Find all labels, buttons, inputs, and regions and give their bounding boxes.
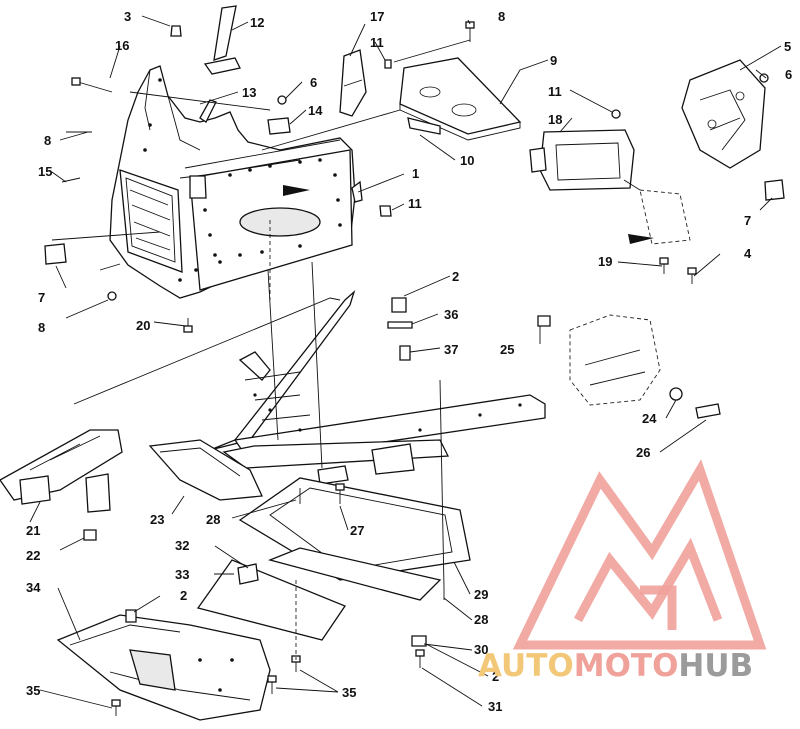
callout-2: 2 xyxy=(452,269,459,284)
callout-17: 17 xyxy=(370,9,384,24)
callout-24: 24 xyxy=(642,411,657,426)
callout-31: 31 xyxy=(488,699,502,714)
front-frame-bracket xyxy=(148,439,263,501)
callout-8-b: 8 xyxy=(44,133,51,148)
callout-36: 36 xyxy=(444,307,458,322)
front-mount-assembly xyxy=(0,429,123,513)
callout-20: 20 xyxy=(136,318,150,333)
callout-1: 1 xyxy=(412,166,419,181)
callout-9: 9 xyxy=(550,53,557,68)
callout-2-b: 2 xyxy=(180,588,187,603)
automotohub-watermark: AUTOMOTOHUB xyxy=(478,459,767,684)
fasteners xyxy=(61,21,769,716)
callout-23: 23 xyxy=(150,512,164,527)
access-panel xyxy=(196,559,346,641)
callout-28: 28 xyxy=(206,512,220,527)
watermark-text-moto: MOTO xyxy=(574,648,679,684)
callout-12: 12 xyxy=(250,15,264,30)
rubber-block xyxy=(44,179,785,265)
callout-29: 29 xyxy=(474,587,488,602)
callout-3: 3 xyxy=(124,9,131,24)
callout-35-b: 35 xyxy=(342,685,356,700)
watermark-text-auto: AUTO xyxy=(478,648,574,684)
callout-32: 32 xyxy=(175,538,189,553)
callout-18: 18 xyxy=(548,112,562,127)
watermark-logo-mark xyxy=(512,459,767,650)
pedal xyxy=(203,5,241,75)
callout-8: 8 xyxy=(498,9,505,24)
front-bulkhead-assembly xyxy=(109,65,363,299)
callout-10: 10 xyxy=(460,153,474,168)
callout-11: 11 xyxy=(370,35,384,50)
callout-30: 30 xyxy=(474,642,488,657)
rear-mount-bracket xyxy=(569,314,661,406)
callout-6: 6 xyxy=(785,67,792,82)
callout-7: 7 xyxy=(38,290,45,305)
callout-19: 19 xyxy=(598,254,612,269)
callout-35: 35 xyxy=(26,683,40,698)
callout-4: 4 xyxy=(744,246,752,261)
watermark-text-hub: HUB xyxy=(678,648,753,684)
callout-16: 16 xyxy=(115,38,129,53)
callout-25: 25 xyxy=(500,342,514,357)
callout-11-b: 11 xyxy=(548,84,562,99)
callout-labels: 3 12 17 8 16 11 9 5 6 13 6 11 14 8 18 10… xyxy=(26,9,792,714)
mount-bracket xyxy=(339,49,367,117)
callout-26: 26 xyxy=(636,445,650,460)
callout-34: 34 xyxy=(26,580,41,595)
callout-27: 27 xyxy=(350,523,364,538)
callout-21: 21 xyxy=(26,523,40,538)
mid-skid-plate xyxy=(267,547,442,601)
callout-7-b: 7 xyxy=(744,213,751,228)
watermark-text: AUTOMOTOHUB xyxy=(478,648,753,684)
callout-33: 33 xyxy=(175,567,189,582)
callout-14: 14 xyxy=(308,103,323,118)
callout-22: 22 xyxy=(26,548,40,563)
callout-37: 37 xyxy=(444,342,458,357)
front-skid-guard xyxy=(56,614,271,721)
chassis-frame xyxy=(209,289,546,485)
callout-6-b: 6 xyxy=(310,75,317,90)
sub-bracket-outline xyxy=(628,189,691,245)
bracket-plate xyxy=(399,57,522,141)
steering-bracket xyxy=(681,59,766,169)
callout-2-c: 2 xyxy=(492,669,499,684)
callout-15: 15 xyxy=(38,164,52,179)
leader-lines xyxy=(29,15,782,709)
control-module xyxy=(529,129,635,191)
callout-11-c: 11 xyxy=(408,196,422,211)
callout-5: 5 xyxy=(784,39,791,54)
callout-8-c: 8 xyxy=(38,320,45,335)
callout-13: 13 xyxy=(242,85,256,100)
callout-28-b: 28 xyxy=(474,612,488,627)
